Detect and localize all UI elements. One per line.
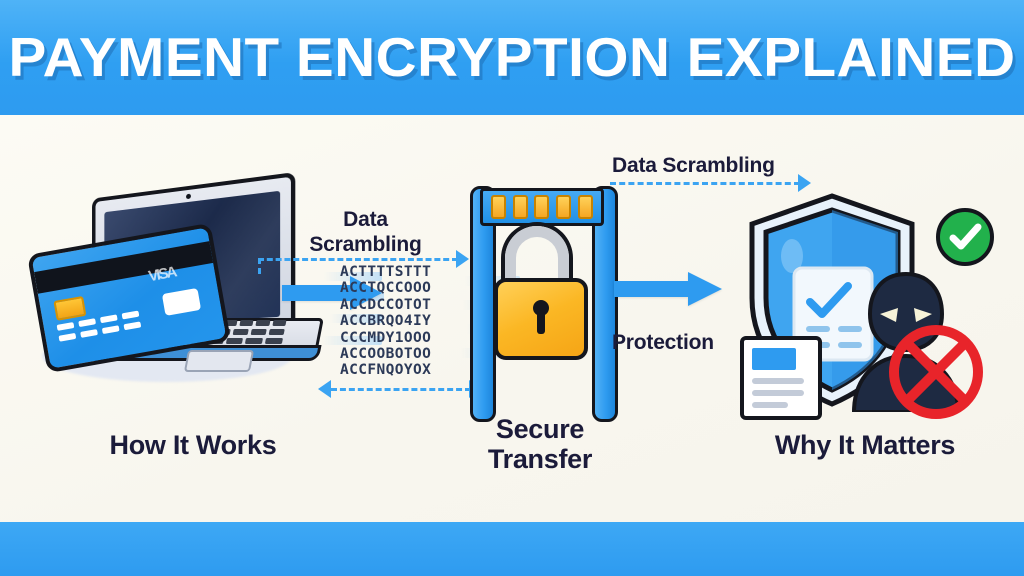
scramble-row: ACCBRQO4IY xyxy=(340,313,432,330)
flow-arrow-2 xyxy=(614,272,722,306)
prohibition-sign-icon xyxy=(889,325,983,419)
caption-line-2: Transfer xyxy=(487,444,593,474)
success-check-badge-icon xyxy=(936,208,994,266)
scramble-row: ACTTTTSTTT xyxy=(340,264,432,280)
gate-light-icon xyxy=(491,195,507,219)
label-line-2: Scrambling xyxy=(309,233,422,256)
scramble-row: ACCOOBOTOO xyxy=(340,346,432,363)
dashed-arrow-head-left xyxy=(318,380,331,398)
card-chip-icon xyxy=(53,295,87,321)
scramble-row: ACCFNQOYOX xyxy=(340,362,432,379)
gate-light-icon xyxy=(577,195,593,219)
dashed-arrow-head-right xyxy=(456,250,469,268)
header-band xyxy=(0,0,1024,115)
label-line-1: Data xyxy=(343,208,388,231)
caption-secure-transfer: Secure Transfer xyxy=(430,414,650,474)
scramble-row: ACCTQCCOOO xyxy=(340,280,432,297)
laptop-camera-icon xyxy=(185,193,191,200)
document-line xyxy=(752,390,804,396)
card-brand-mark: VISA xyxy=(147,263,177,286)
light-streak xyxy=(324,272,382,281)
label-protection: Protection xyxy=(612,331,714,354)
padlock-icon xyxy=(494,278,588,360)
scramble-row: CCCMDY1OOO xyxy=(340,329,432,346)
label-data-scrambling-top: Data Scrambling xyxy=(612,154,775,177)
document-line xyxy=(752,402,788,408)
dashed-arrow-head-right xyxy=(798,174,811,192)
caption-how-it-works: How It Works xyxy=(109,430,277,460)
laptop-trackpad xyxy=(183,350,255,372)
footer-band xyxy=(0,522,1024,576)
scramble-row: ACCDCCOTOT xyxy=(340,296,432,313)
flow-arrow-1 xyxy=(282,276,382,310)
dashed-connector-corner xyxy=(258,258,261,274)
gate-light-icon xyxy=(556,195,572,219)
dashed-connector-top-left xyxy=(258,258,458,261)
dashed-connector-top-right xyxy=(610,182,800,185)
gate-light-icon xyxy=(512,195,528,219)
light-streak xyxy=(322,336,382,345)
card-magnetic-stripe xyxy=(34,241,214,294)
label-data-scrambling-left: Data Scrambling xyxy=(278,207,453,257)
document-line xyxy=(752,378,804,384)
page-title: PAYMENT ENCRYPTION EXPLAINED xyxy=(8,26,1016,88)
document-icon xyxy=(740,336,822,420)
scrambled-data-block: ACTTTTSTTT ACCTQCCOOO ACCDCCOTOT ACCBRQO… xyxy=(340,264,464,379)
dashed-connector-bottom xyxy=(331,388,471,391)
lock-keyhole-icon xyxy=(533,300,549,334)
gate-light-icon xyxy=(534,195,550,219)
document-header-bar xyxy=(752,348,796,370)
caption-line-1: Secure xyxy=(495,414,585,444)
lock-shackle-icon xyxy=(505,226,569,288)
lock-shackle-outline xyxy=(501,222,573,290)
gate-scanner-header xyxy=(480,188,604,226)
light-streak xyxy=(330,314,382,323)
caption-why-it-matters: Why It Matters xyxy=(774,430,956,460)
card-signature-panel xyxy=(161,287,202,316)
